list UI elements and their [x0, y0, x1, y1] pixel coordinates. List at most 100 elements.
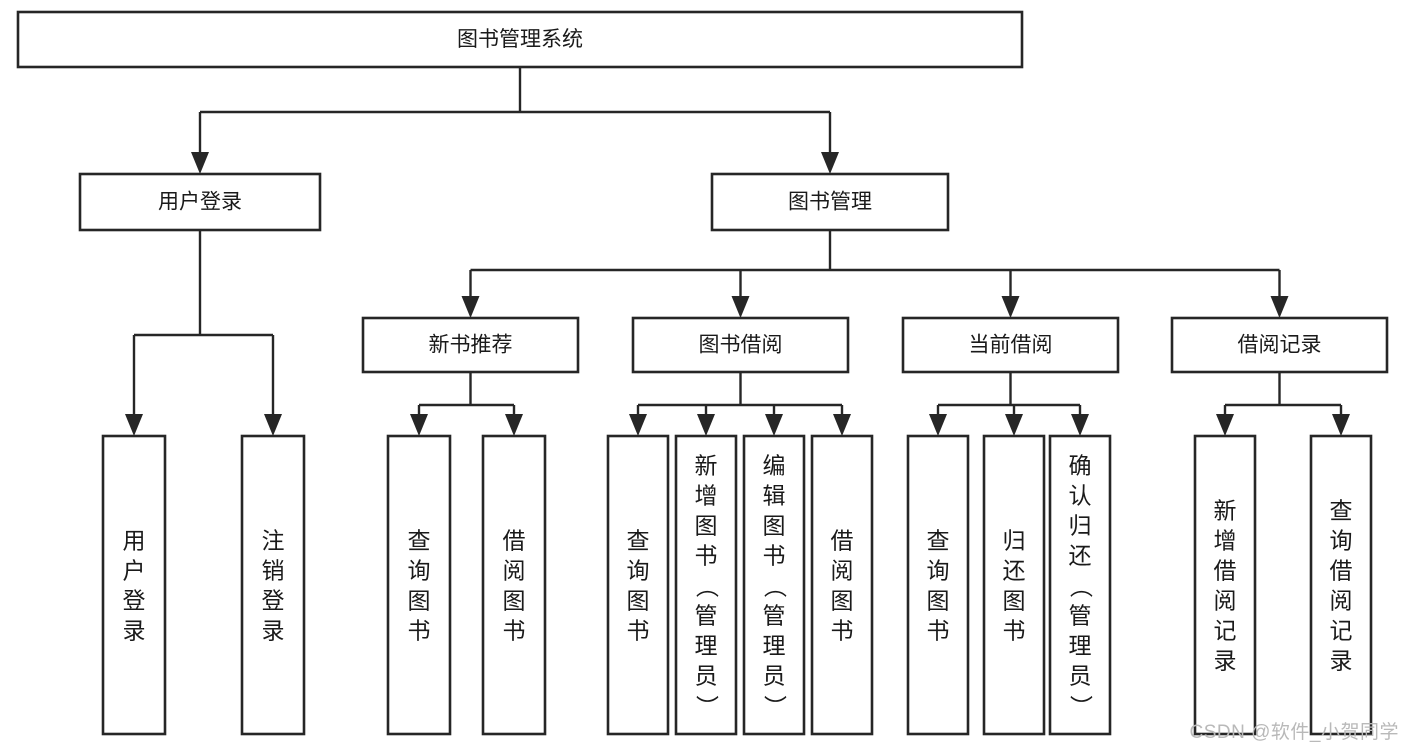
node-label-char: 管: [695, 602, 718, 628]
node-box[interactable]: [982, 434, 1046, 736]
node-box[interactable]: [1048, 434, 1112, 736]
node-box[interactable]: [1170, 316, 1389, 374]
node-borrow-record[interactable]: 借阅记录: [1170, 316, 1389, 374]
node-box[interactable]: [386, 434, 452, 736]
node-label-char: 借: [831, 527, 854, 553]
node-box[interactable]: [674, 434, 738, 736]
node-new-book-rec[interactable]: 新书推荐: [361, 316, 580, 374]
node-label-char: 录: [262, 617, 285, 643]
arrow-head: [697, 414, 715, 436]
node-label-char: 书: [695, 542, 718, 568]
node-root[interactable]: 图书管理系统: [16, 10, 1024, 69]
arrow-head: [410, 414, 428, 436]
node-label: 图书借阅: [699, 334, 783, 357]
node-label: 新书推荐: [429, 334, 513, 357]
node-label-char: 新: [1214, 497, 1237, 523]
arrow-head: [191, 152, 209, 174]
node-label-char: ）: [1068, 695, 1094, 718]
node-label-char: 借: [503, 527, 526, 553]
arrow-head: [1216, 414, 1234, 436]
node-user-login[interactable]: 用户登录: [78, 172, 322, 232]
connector-layer: [125, 67, 1350, 436]
node-label-char: 理: [1069, 632, 1092, 658]
node-label-char: （: [762, 575, 788, 598]
node-label-char: 书: [763, 542, 786, 568]
node-book-borrow[interactable]: 图书借阅: [631, 316, 850, 374]
node-label-char: 归: [1069, 512, 1092, 538]
node-label-char: 阅: [831, 557, 854, 583]
node-label-char: （: [694, 575, 720, 598]
node-label-char: 增: [1214, 527, 1237, 553]
node-label-char: 询: [1330, 527, 1353, 553]
node-box[interactable]: [78, 172, 322, 232]
node-label-char: 图: [927, 587, 950, 613]
node-leaf-user-login[interactable]: 用户登录: [101, 434, 167, 736]
node-label-char: 查: [627, 527, 650, 553]
node-book-manage[interactable]: 图书管理: [710, 172, 950, 232]
node-label-char: 还: [1069, 542, 1092, 568]
node-box[interactable]: [1309, 434, 1373, 736]
node-label-char: 新: [695, 452, 718, 478]
node-label-char: 询: [408, 557, 431, 583]
node-box[interactable]: [810, 434, 874, 736]
arrow-head: [264, 414, 282, 436]
node-label-char: 询: [627, 557, 650, 583]
node-label-char: 编: [763, 452, 786, 478]
node-label: 当前借阅: [969, 334, 1053, 357]
node-box[interactable]: [1193, 434, 1257, 736]
node-label-char: 书: [408, 617, 431, 643]
arrow-head: [765, 414, 783, 436]
node-box[interactable]: [361, 316, 580, 374]
node-layer: 图书管理系统用户登录图书管理新书推荐图书借阅当前借阅借阅记录用户登录注销登录查询…: [16, 10, 1389, 736]
node-box[interactable]: [101, 434, 167, 736]
node-label-char: 录: [1214, 647, 1237, 673]
node-box[interactable]: [901, 316, 1120, 374]
node-label-char: 辑: [763, 482, 786, 508]
node-label-char: 销: [262, 557, 285, 583]
arrow-head: [505, 414, 523, 436]
node-box[interactable]: [710, 172, 950, 232]
node-label-char: 书: [1003, 617, 1026, 643]
node-label-char: ）: [694, 695, 720, 718]
node-label-char: 图: [831, 587, 854, 613]
arrow-head: [1270, 296, 1289, 318]
node-label-char: 阅: [1330, 587, 1353, 613]
arrow-head: [929, 414, 947, 436]
node-label-char: 员: [1069, 662, 1092, 688]
node-label-char: 户: [123, 557, 146, 583]
node-label-char: 记: [1330, 617, 1353, 643]
node-label-char: 图: [408, 587, 431, 613]
node-label-char: 书: [927, 617, 950, 643]
node-label-char: 确: [1069, 452, 1092, 478]
arrow-head: [125, 414, 143, 436]
node-label-char: 借: [1214, 557, 1237, 583]
node-box[interactable]: [240, 434, 306, 736]
node-box[interactable]: [742, 434, 806, 736]
node-box[interactable]: [906, 434, 970, 736]
node-label-char: 理: [695, 632, 718, 658]
node-box[interactable]: [16, 10, 1024, 69]
node-label-char: 查: [927, 527, 950, 553]
node-box[interactable]: [606, 434, 670, 736]
node-label-char: 书: [627, 617, 650, 643]
node-box[interactable]: [631, 316, 850, 374]
node-label-char: 询: [927, 557, 950, 583]
node-label-char: 书: [831, 617, 854, 643]
node-box[interactable]: [481, 434, 547, 736]
node-current-borrow[interactable]: 当前借阅: [901, 316, 1120, 374]
node-label-char: 归: [1003, 527, 1026, 553]
arrow-head: [1332, 414, 1350, 436]
